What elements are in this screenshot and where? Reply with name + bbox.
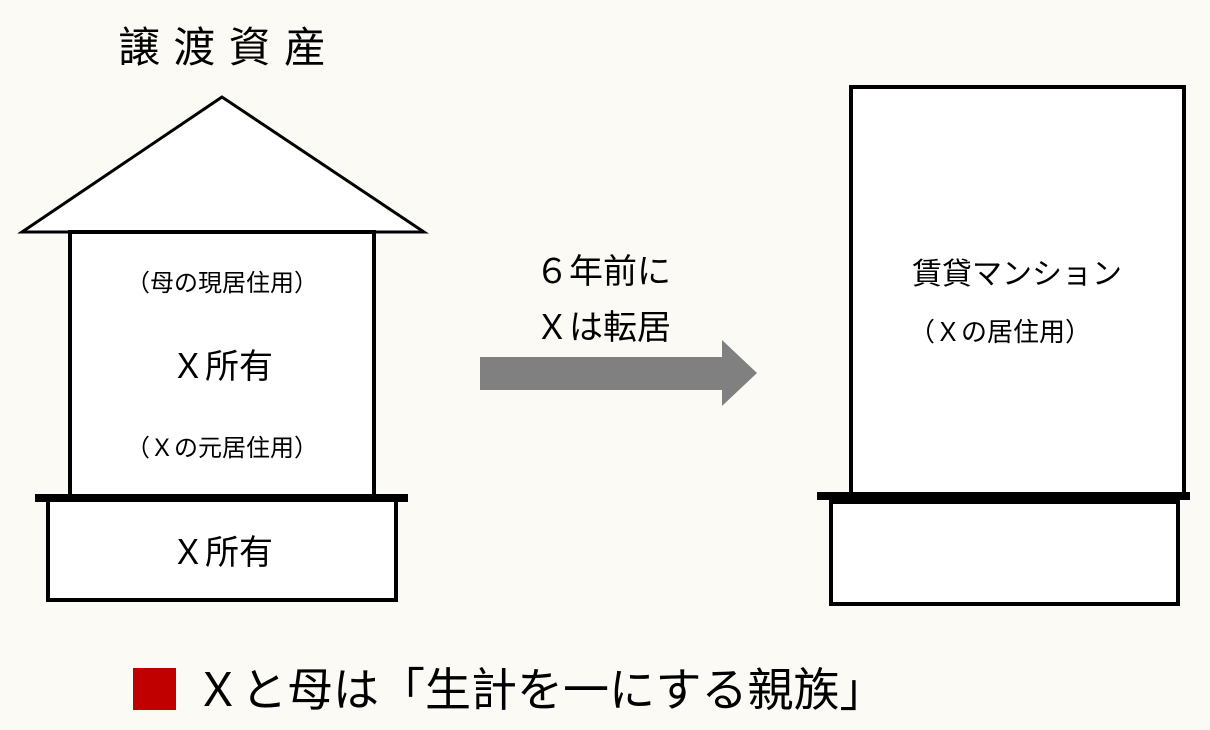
- house-upper-note: （母の現居住用）: [126, 269, 318, 297]
- page-title: 譲 渡 資 産: [117, 23, 327, 72]
- house-lower-note: （Ｘの元居住用）: [126, 434, 318, 462]
- apartment-land: [829, 500, 1180, 606]
- house-ground-line: [35, 494, 408, 502]
- house-roof: [17, 95, 429, 234]
- footer-marker: [133, 668, 176, 710]
- house-upper-owner: Ｘ所有: [171, 347, 273, 387]
- footer-text: Ｘと母は「生計を一にする親族」: [195, 663, 886, 717]
- move-arrow: [480, 340, 757, 406]
- house-body: [68, 230, 376, 499]
- apartment-note: （Ｘの居住用）: [908, 318, 1092, 348]
- land-owner: Ｘ所有: [171, 533, 273, 573]
- arrow-label-line2: Ｘは転居: [535, 308, 671, 348]
- apartment-ground-line: [817, 492, 1190, 500]
- apartment-name: 賃貸マンション: [912, 257, 1122, 292]
- apartment-body: [849, 85, 1186, 497]
- arrow-label-line1: ６年前に: [535, 252, 671, 292]
